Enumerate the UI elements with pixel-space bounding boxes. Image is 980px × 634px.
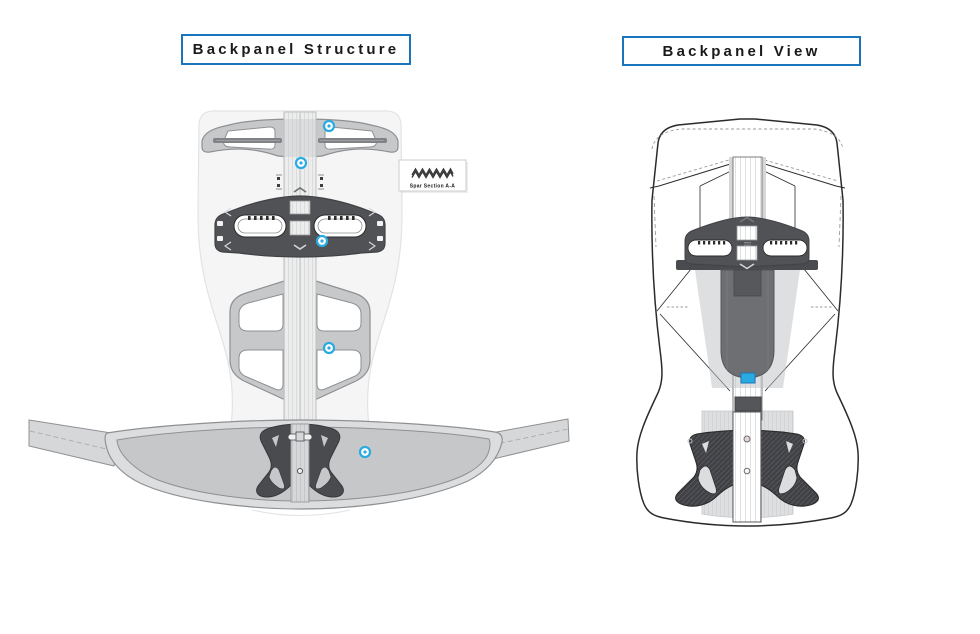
shoulder-crossbar: [214, 187, 386, 258]
top-frame-slot-bars: [213, 138, 387, 143]
pivot-hole-left: [687, 438, 693, 444]
callout-marker: [358, 445, 372, 459]
crossbar-corner-marks: [224, 207, 376, 251]
hex-cutout-lower-left: [238, 349, 284, 391]
top-panel-seams: [649, 128, 846, 189]
view-slot-left: [687, 239, 733, 257]
callout-marker: [294, 156, 308, 170]
callout-marker: [315, 234, 329, 248]
view-title-text: Backpanel View: [662, 42, 821, 60]
lower-spar-block: [734, 396, 762, 412]
pivot-cutout-left: [268, 466, 285, 490]
hex-cutout-upper-right: [316, 293, 362, 332]
crossbar-slot-left: [233, 214, 287, 238]
spar-section-label: Spar Section A-A: [410, 184, 456, 190]
view-title: Backpanel View: [622, 36, 861, 66]
callout-marker: [322, 341, 336, 355]
position-marker: [740, 372, 756, 384]
view-slot-right: [762, 239, 808, 257]
crossbar-end-tabs: [217, 221, 383, 241]
pivot-hole-right: [802, 438, 808, 444]
view-pivot-slit-left: [702, 441, 709, 453]
view-pivot-cutout-left: [697, 465, 717, 495]
pivot-slit-right: [321, 435, 328, 447]
view-spar-windows: [736, 216, 758, 270]
spar-section-callout: Spar Section A-A: [398, 159, 468, 193]
zigzag-spring-icon: [411, 167, 454, 179]
pivot-cutout-right: [315, 466, 332, 490]
view-crossbar: [676, 216, 818, 270]
pivot-center-strap: [287, 423, 313, 503]
view-pivot-cutout-right: [778, 465, 798, 495]
spar-rivet-top: [743, 435, 751, 443]
backpanel-structure-diagram: Spar Section A-A: [28, 110, 570, 517]
hex-cutout-upper-left: [238, 293, 284, 332]
spar-bracket-marks: [276, 174, 324, 190]
structure-title: Backpanel Structure: [181, 34, 411, 65]
hex-cutout-lower-right: [316, 349, 362, 391]
top-frame: [201, 118, 399, 159]
view-spar-strip: [732, 411, 762, 523]
hipbelt: [28, 418, 570, 517]
ghost-panel-tail: [251, 509, 351, 517]
callout-markers: [294, 119, 372, 459]
view-pivot-slit-right: [786, 441, 793, 453]
callout-marker: [322, 119, 336, 133]
pivot-rivet: [296, 467, 304, 475]
structure-title-text: Backpanel Structure: [192, 41, 400, 58]
slider-top-block: [733, 269, 762, 297]
hipbelt-strap-left: [28, 419, 119, 467]
spar-rivet-bottom: [743, 467, 751, 475]
pivot-slit-left: [272, 435, 279, 447]
crossbar-slot-right: [313, 214, 367, 238]
crossbar-spar-windows: [289, 187, 311, 250]
spar-over-frame-tint: [284, 119, 316, 157]
spar-slider: [720, 269, 775, 379]
backpanel-view-diagram: [636, 118, 859, 527]
